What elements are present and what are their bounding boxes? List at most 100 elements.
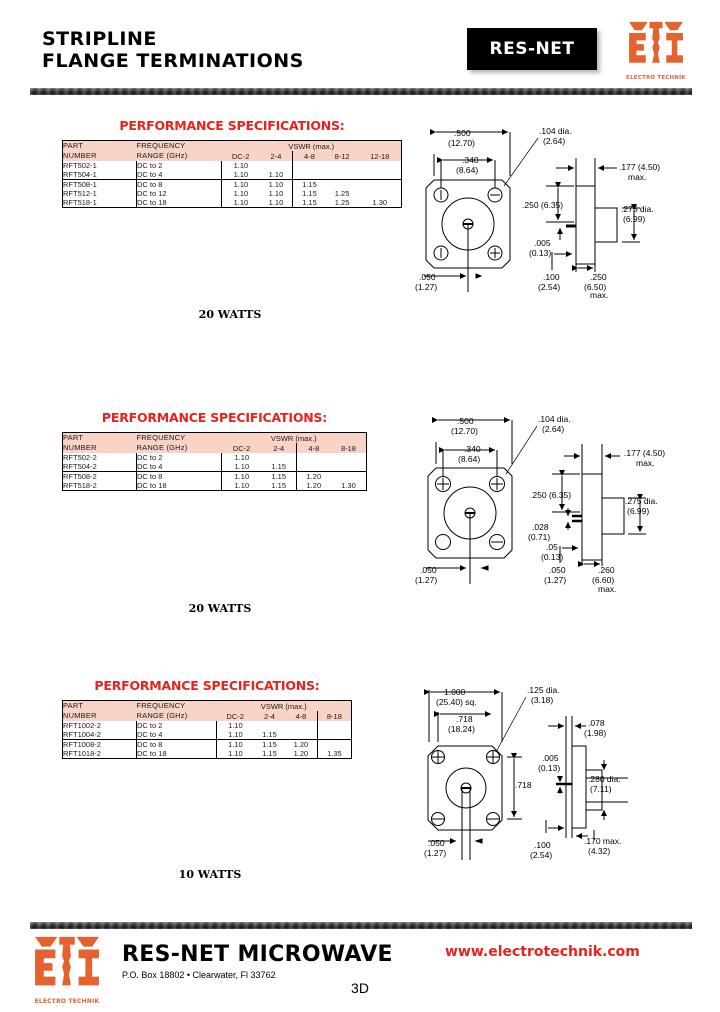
- mechanical-drawing-1: .500 (12.70) .340 (8.64) .104 dia. (2.64…: [412, 120, 708, 300]
- cell-freq: DC to 4: [136, 462, 222, 472]
- cell-vswr-2: [260, 161, 293, 170]
- cell-vswr-1: 1.10: [221, 471, 262, 481]
- cell-freq: DC to 2: [136, 453, 222, 462]
- cell-vswr-3: 1.20: [293, 749, 309, 758]
- cell-vswr-3: 1.15: [292, 198, 326, 208]
- dim-thin: .005: [534, 238, 551, 248]
- dim-hole-dia-mm: (2.64): [543, 136, 565, 146]
- watts-label-1: 20 WATTS: [198, 308, 262, 321]
- table-row: RFT504-2 DC to 4 1.10 1.15: [62, 462, 367, 472]
- dim-body-len-mm: (1.98): [584, 728, 606, 738]
- table-header-row: PART NUMBER FREQUENCY RANGE (GHz) VSWR (…: [62, 700, 352, 721]
- cell-part: RFT518-1: [62, 198, 137, 208]
- cell-vswr-3: [292, 170, 326, 180]
- mount-hole-bl: [435, 534, 451, 550]
- cell-vswr-1: 1.10: [234, 453, 250, 462]
- dim-body-len: .177 (4.50): [624, 448, 665, 458]
- cell-vswr-4: 1.30: [341, 481, 356, 490]
- dim-hole-dia-mm: (2.64): [542, 424, 564, 434]
- cell-freq: DC to 2: [136, 161, 222, 170]
- dim-lead-l: .100: [534, 840, 551, 850]
- cell-vswr-3: [292, 161, 326, 170]
- dim-tab-t-mm: (0.71): [528, 532, 550, 542]
- footer-company-name: RES-NET MICROWAVE: [122, 942, 393, 967]
- cell-vswr-5: [358, 170, 401, 180]
- col-vswr-dc2: DC-2: [221, 443, 262, 453]
- footer-website-link[interactable]: www.electrotechnik.com: [445, 944, 640, 960]
- header-rule: [30, 88, 692, 95]
- page-number: 3D: [351, 980, 369, 996]
- cell-freq: DC to 18: [136, 749, 217, 759]
- cell-vswr-2: [262, 453, 297, 462]
- col-vswr-4-8: 4-8: [285, 711, 318, 721]
- page-footer: ELECTRO TECHNIK RES-NET MICROWAVE P.O. B…: [0, 930, 720, 1012]
- cell-vswr-5: 1.30: [372, 198, 388, 207]
- side-flange-body: [571, 745, 587, 829]
- spec-title-1: PERFORMANCE SPECIFICATIONS:: [119, 118, 345, 133]
- col-frequency-range: FREQUENCY RANGE (GHz): [136, 432, 222, 453]
- dim-lead-l: .050: [549, 565, 566, 575]
- dim-flange-h: .250 (6.35): [522, 200, 563, 210]
- col-vswr-dc2: DC-2: [216, 711, 254, 721]
- col-part-l2: NUMBER: [63, 711, 97, 720]
- col-part-l1: PART: [63, 141, 84, 150]
- table-row: RFT502-2 DC to 2 1.10: [62, 453, 367, 462]
- col-freq-l2: RANGE (GHz): [136, 443, 188, 452]
- cell-part: RFT504-2: [62, 462, 137, 472]
- cell-part: RFT508-2: [62, 471, 137, 481]
- cell-vswr-1: 1.10: [233, 161, 249, 170]
- mechanical-drawing-2: .500 (12.70) .340 (8.64) .104 dia. (2.64…: [412, 408, 708, 593]
- eti-logo-icon: [629, 21, 683, 63]
- cell-part: RFT1018-2: [62, 749, 137, 759]
- table-row: RFT1004-2 DC to 4 1.10 1.15: [62, 730, 352, 740]
- dim-depth-mm: (4.32): [588, 846, 610, 856]
- mount-hole-tl: [431, 750, 445, 764]
- table-row: RFT1018-2 DC to 18 1.10 1.15 1.20 1.35: [62, 749, 352, 759]
- side-barrel: [601, 497, 625, 535]
- dim-thin: .005: [542, 753, 559, 763]
- dim-lead-w: .050: [420, 565, 437, 575]
- cell-vswr-1: 1.10: [221, 179, 260, 189]
- dim-hole-spacing-mm: (18.24): [448, 724, 475, 734]
- cell-vswr-1: 1.10: [228, 721, 243, 730]
- col-freq-l1: FREQUENCY: [136, 141, 186, 150]
- cell-part: RFT1008-2: [62, 739, 137, 749]
- table-row: RFT508-2 DC to 8 1.10 1.15 1.20: [62, 471, 367, 481]
- spec-table-1: PART NUMBER FREQUENCY RANGE (GHz) VSWR (…: [62, 140, 402, 208]
- cell-vswr-3: [295, 453, 331, 462]
- dim-hole-spacing: .718: [456, 714, 473, 724]
- table-row: RFT512-1 DC to 12 1.10 1.10 1.15 1.25: [62, 189, 402, 198]
- cell-freq: DC to 8: [136, 739, 217, 749]
- cell-vswr-1: 1.10: [233, 198, 249, 207]
- cell-vswr-4: 1.35: [316, 749, 352, 759]
- dim-width-top-mm: (25.40) sq.: [436, 697, 477, 707]
- eti-logo-subtext: ELECTRO TECHNIK: [626, 75, 686, 81]
- dim-depth-mm: (6.50): [584, 282, 606, 292]
- dim-thin: .05: [546, 542, 558, 552]
- table-row: RFT518-1 DC to 18 1.10 1.10 1.15 1.25 1.…: [62, 198, 402, 208]
- cell-vswr-4: [331, 462, 367, 472]
- dim-lead-l-mm: (1.27): [544, 575, 566, 585]
- dim-hole-dia: .104 dia.: [539, 126, 572, 136]
- dim-hole-dia: .104 dia.: [538, 414, 571, 424]
- col-vswr-8-18: 8-18: [330, 443, 367, 453]
- cell-vswr-3: [295, 462, 331, 472]
- cell-vswr-3: 1.20: [295, 481, 331, 491]
- eti-logo: ELECTRO TECHNIK: [625, 20, 687, 81]
- footer-rule: [30, 922, 692, 929]
- cell-vswr-2: 1.15: [261, 471, 297, 481]
- flange-outline: [425, 179, 511, 269]
- dim-body-len: .078: [588, 718, 605, 728]
- spec-title-3: PERFORMANCE SPECIFICATIONS:: [94, 678, 320, 693]
- mechanical-drawing-3: 1.000 (25.40) sq. .718 (18.24) .125 dia.…: [398, 678, 708, 873]
- cell-freq: DC to 18: [136, 198, 222, 208]
- dim-barrel-dia: .280 dia.: [588, 774, 621, 784]
- drawing-1-svg: .500 (12.70) .340 (8.64) .104 dia. (2.64…: [415, 126, 660, 300]
- dim-lead-l-mm: (2.54): [530, 850, 552, 860]
- cell-vswr-2: 1.15: [271, 462, 286, 471]
- table-row: RFT508-1 DC to 8 1.10 1.10 1.15: [62, 179, 402, 189]
- mount-hole-tr: [486, 750, 500, 764]
- col-part-number: PART NUMBER: [62, 700, 137, 721]
- table-subheader-row: DC-2 2-4 4-8 8-18: [63, 443, 367, 453]
- cell-freq: DC to 8: [136, 179, 222, 189]
